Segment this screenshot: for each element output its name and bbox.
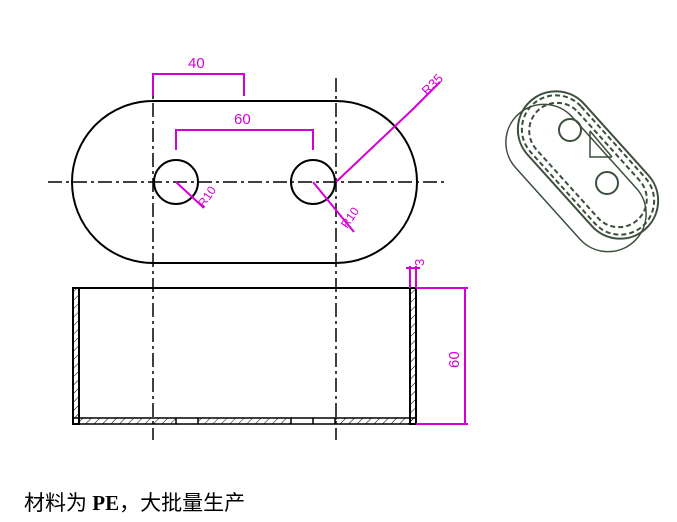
dim-60-label: 60	[234, 111, 251, 128]
dim-height-label: 60	[446, 351, 463, 368]
bottom-left-segment	[72, 417, 177, 425]
dim-r10-right-label: R10	[338, 204, 362, 230]
dim-r10-left-leader	[175, 181, 205, 209]
right-wall	[409, 287, 417, 425]
dim-60-line	[175, 129, 314, 150]
top-view-dimensions	[152, 73, 441, 233]
dim-r35-leader	[335, 109, 413, 183]
top-view	[48, 78, 445, 440]
dim-r10-left-label: R10	[195, 183, 219, 209]
material-caption: 材料为 PE，大批量生产	[24, 487, 245, 517]
isometric-model	[505, 90, 660, 253]
left-wall	[72, 287, 80, 425]
caption-prefix: 材料为	[24, 491, 93, 515]
dim-r10-right-leader	[312, 181, 355, 233]
dim-r35-label: R35	[419, 71, 446, 98]
front-section-view	[72, 287, 417, 425]
iso-hole-top	[558, 118, 582, 142]
front-view-dimensions	[406, 266, 468, 425]
dim-40-line	[152, 73, 245, 96]
caption-material: PE	[92, 491, 120, 515]
iso-hole-bottom	[595, 171, 619, 195]
caption-suffix: ，大批量生产	[119, 491, 246, 515]
bottom-right-segment	[334, 417, 417, 425]
bottom-mid-segment	[197, 417, 292, 425]
dim-40-label: 40	[188, 55, 205, 72]
dim-3-label: 3	[412, 259, 427, 266]
